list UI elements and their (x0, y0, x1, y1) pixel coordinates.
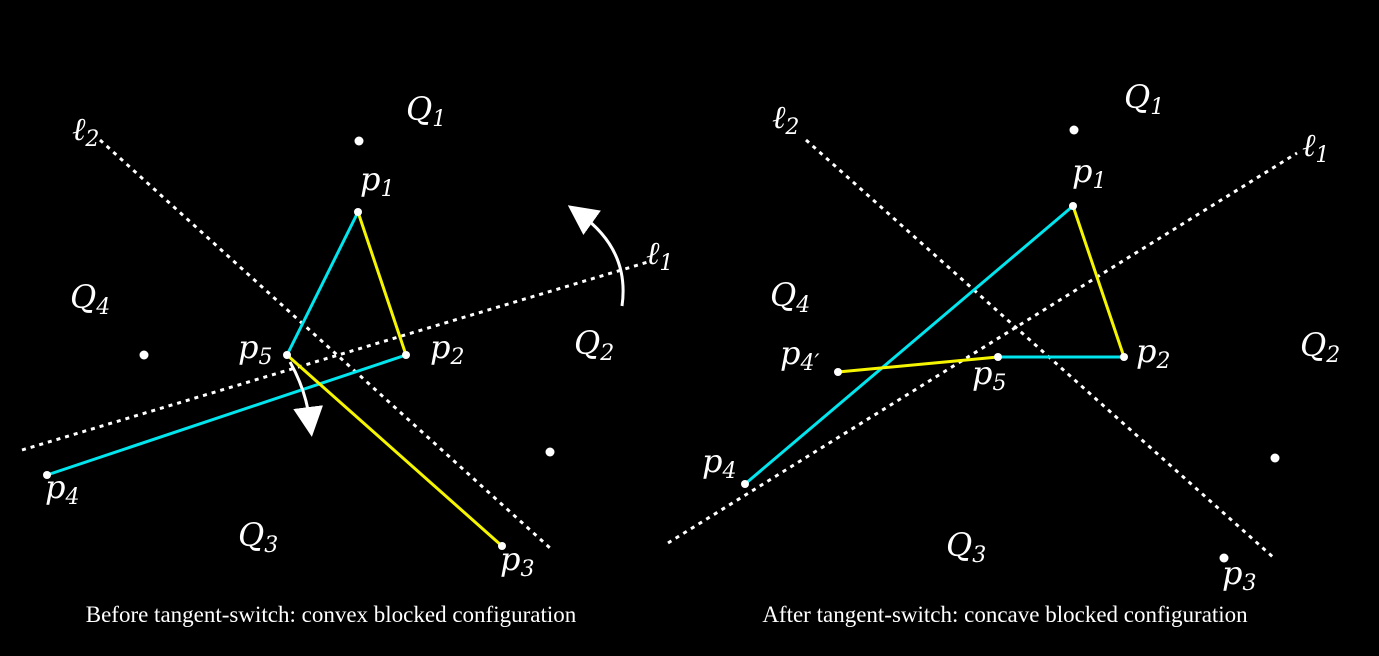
left-point-q1 (354, 136, 364, 146)
right-line-l1 (667, 151, 1298, 545)
left-label-q2: Q2 (574, 324, 614, 366)
left-edge-p5-p1 (285, 211, 360, 356)
left-line-l2 (98, 138, 552, 550)
right-label-q3: Q3 (946, 526, 986, 568)
right-point-p4prime (834, 368, 842, 376)
right-point-q2 (1270, 453, 1280, 463)
left-point-p3 (498, 542, 506, 550)
left-point-q2 (545, 447, 555, 457)
right-point-q1 (1069, 125, 1079, 135)
left-point-p2 (402, 351, 410, 359)
left-line-l1 (21, 260, 649, 452)
left-label-p5: p5 (238, 328, 272, 370)
right-edge-p1-p2 (1071, 205, 1126, 358)
right-label-q1: Q1 (1124, 78, 1164, 120)
left-label-q4: Q4 (70, 278, 110, 320)
right-label-p4prime: p4′ (780, 334, 819, 376)
left-label-q3: Q3 (238, 516, 278, 558)
left-point-p4 (43, 471, 51, 479)
left-label-p4: p4 (45, 468, 79, 510)
right-point-p4 (741, 480, 749, 488)
left-label-p3: p3 (500, 540, 534, 582)
right-edge-p5-p4prime (837, 355, 999, 374)
right-edge-p4-p1 (744, 204, 1074, 486)
right-label-p2: p2 (1136, 332, 1170, 374)
right-point-p1 (1069, 202, 1077, 210)
left-rotation-arrow (567, 205, 625, 307)
right-panel: Q1 Q2 Q3 Q4 ℓ1 ℓ2 p1 p2 p3 p4 p5 p4′ Aft… (667, 78, 1340, 627)
right-label-p1: p1 (1072, 152, 1106, 194)
right-line-l2 (805, 138, 1275, 560)
left-point-p5 (283, 351, 291, 359)
right-label-q4: Q4 (770, 276, 810, 318)
right-label-q2: Q2 (1300, 326, 1340, 368)
left-label-l2: ℓ2 (72, 110, 99, 152)
right-label-l1: ℓ1 (1302, 126, 1329, 168)
right-point-p5 (994, 353, 1002, 361)
left-label-l1: ℓ1 (646, 234, 673, 276)
right-point-p2 (1120, 353, 1128, 361)
left-label-p2: p2 (430, 328, 464, 370)
left-point-p1 (354, 208, 362, 216)
right-caption: After tangent-switch: concave blocked co… (762, 602, 1248, 627)
left-caption: Before tangent-switch: convex blocked co… (86, 602, 577, 627)
left-edge-p1-p2 (356, 211, 408, 356)
right-point-p3 (1219, 553, 1229, 563)
left-switch-arrow (288, 361, 324, 437)
right-label-p5: p5 (972, 354, 1006, 396)
right-label-p3: p3 (1222, 554, 1256, 596)
left-label-q1: Q1 (406, 90, 446, 132)
left-label-p1: p1 (360, 160, 394, 202)
right-label-p4: p4 (702, 442, 736, 484)
left-panel: Q1 Q2 Q3 Q4 ℓ1 ℓ2 p1 p2 p3 p4 p5 Before … (21, 90, 673, 627)
right-label-l2: ℓ2 (772, 98, 799, 140)
left-edge-p2-p4 (46, 353, 407, 477)
left-point-q4 (139, 350, 149, 360)
left-edge-p5-p3 (286, 353, 503, 548)
